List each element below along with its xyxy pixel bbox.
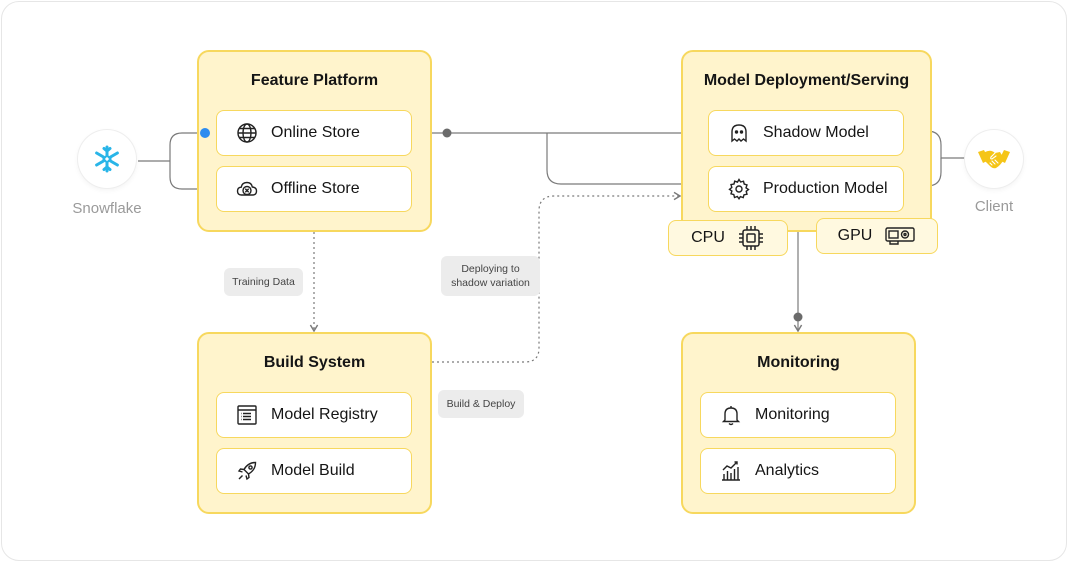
snowflake-to-online-line [169, 128, 218, 161]
model-serving-title: Model Deployment/Serving [703, 72, 910, 89]
online-store-label: Online Store [271, 124, 360, 141]
build-system-title: Build System [263, 354, 366, 371]
cpu-label: CPU [691, 229, 725, 246]
serving-to-monitoring-dot [793, 312, 803, 322]
gpu-label: GPU [837, 227, 873, 244]
monitoring-label: Monitoring [755, 406, 830, 423]
online-store-input-dot [200, 128, 210, 138]
production-model-label: Production Model [763, 180, 888, 197]
handshake-icon [965, 130, 1023, 188]
training-data-label: Training Data [224, 268, 303, 296]
bar-chart-icon [719, 459, 743, 483]
ghost-icon [727, 121, 751, 145]
feature-platform-title: Feature Platform [250, 72, 379, 89]
cpu-chip-icon [737, 224, 765, 252]
monitoring-node[interactable]: Monitoring [700, 392, 896, 438]
client-source: Client [954, 130, 1034, 215]
deploying-label-line1: Deploying to [461, 263, 520, 275]
gear-icon [727, 177, 751, 201]
client-label: Client [974, 198, 1014, 215]
model-registry-node[interactable]: Model Registry [216, 392, 412, 438]
online-store-node[interactable]: Online Store [216, 110, 412, 156]
offline-store-node[interactable]: Offline Store [216, 166, 412, 212]
analytics-label: Analytics [755, 462, 820, 479]
gpu-card-icon [884, 226, 916, 246]
shadow-model-node[interactable]: Shadow Model [708, 110, 904, 156]
model-registry-label: Model Registry [271, 406, 378, 423]
deploying-label: Deploying to shadow variation [441, 256, 540, 296]
bell-icon [719, 403, 743, 427]
analytics-node[interactable]: Analytics [700, 448, 896, 494]
snowflake-source: Snowflake [67, 130, 147, 217]
offline-store-label: Offline Store [271, 180, 360, 197]
monitoring-title: Monitoring [757, 354, 840, 371]
shadow-model-label: Shadow Model [763, 124, 869, 141]
production-model-node[interactable]: Production Model [708, 166, 904, 212]
snowflake-icon [78, 130, 136, 188]
build-to-shadow-line [432, 191, 682, 363]
rocket-icon [235, 459, 259, 483]
gpu-chip: GPU [816, 218, 938, 254]
snowflake-label: Snowflake [72, 200, 142, 217]
cloud-x-icon [235, 177, 259, 201]
globe-icon [235, 121, 259, 145]
cpu-chip: CPU [668, 220, 788, 256]
model-build-label: Model Build [271, 462, 355, 479]
deploying-label-line2: shadow variation [451, 277, 530, 289]
serving-to-online-dot [442, 128, 452, 138]
online-to-production-line [546, 133, 681, 185]
registry-icon [235, 403, 259, 427]
model-build-node[interactable]: Model Build [216, 448, 412, 494]
snowflake-to-offline-line [169, 161, 218, 194]
build-deploy-label: Build & Deploy [438, 390, 524, 418]
